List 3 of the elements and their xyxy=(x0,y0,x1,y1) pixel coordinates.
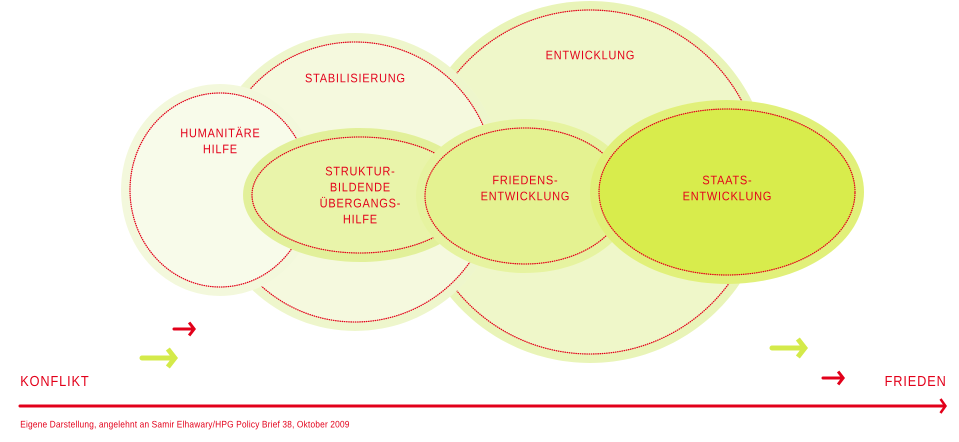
caption: Eigene Darstellung, angelehnt an Samir Elhawary/HPG Policy Brief 38, Oktober 2009 xyxy=(20,420,350,430)
axis-label: FRIEDEN xyxy=(886,376,945,386)
axis-label: KONFLIKT xyxy=(21,376,88,386)
